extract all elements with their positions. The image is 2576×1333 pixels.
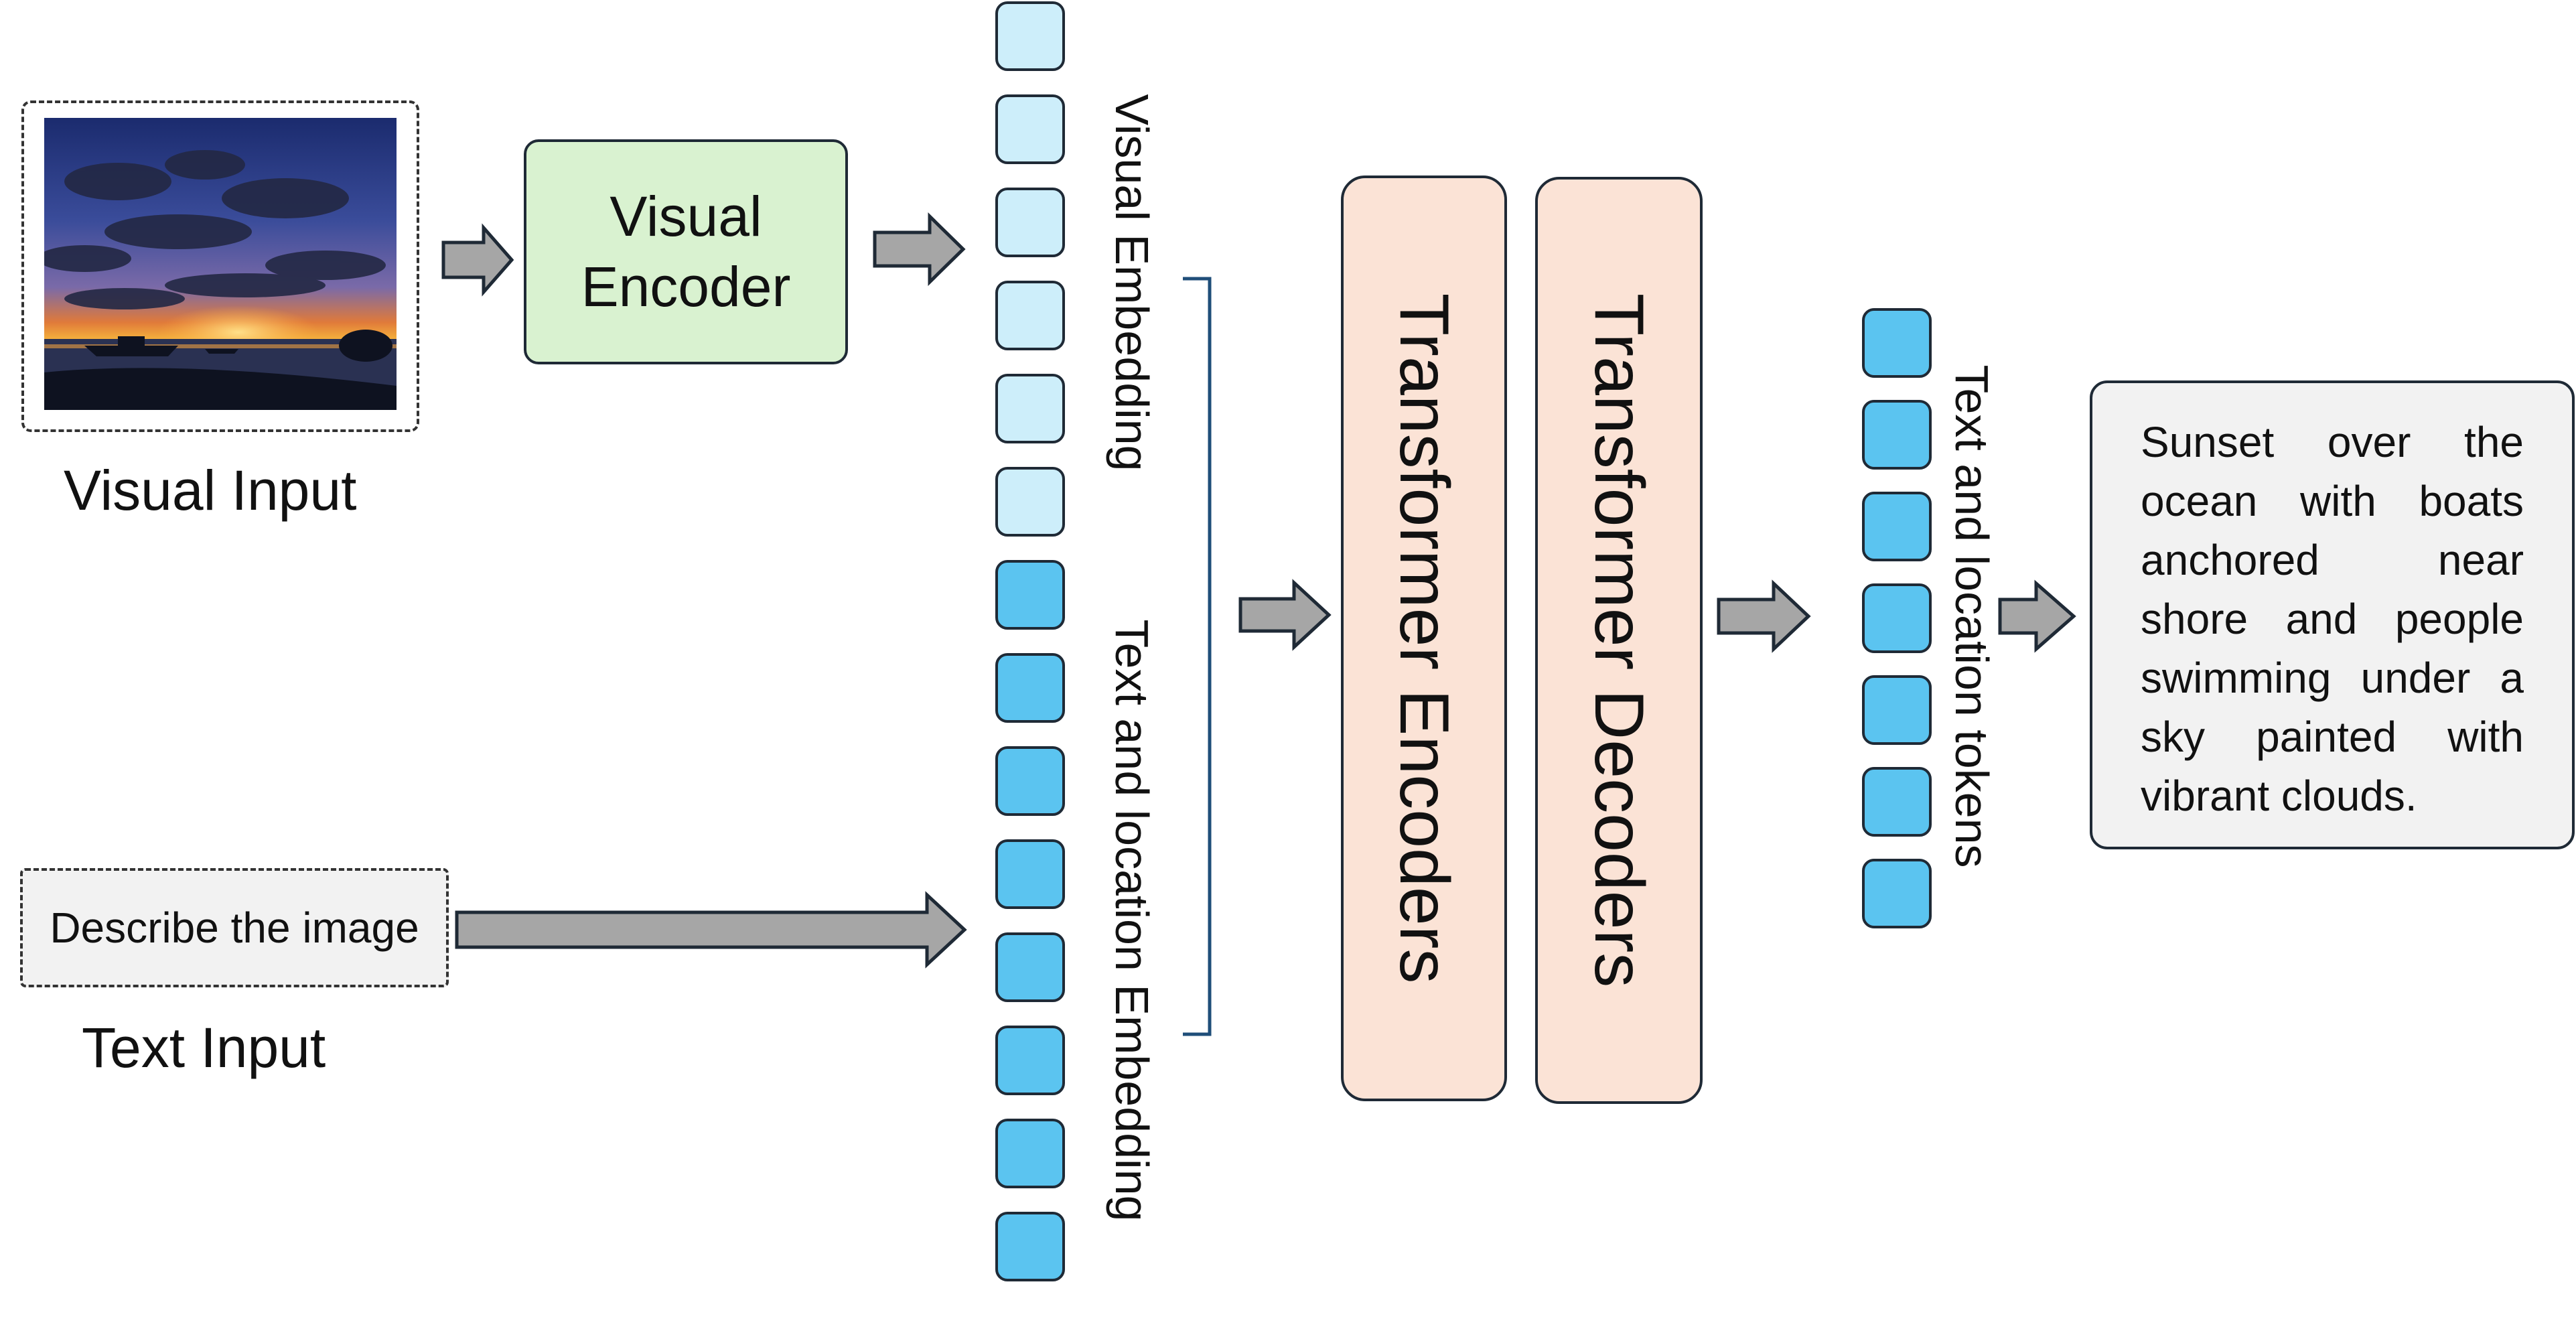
text-embedding-token [995,839,1065,909]
embedding-bracket [1183,277,1212,1036]
visual-encoder-line2: Encoder [581,255,791,318]
transformer-encoders-label: Transformer Encoders [1385,293,1463,984]
text-embedding-token [995,1026,1065,1095]
visual-embedding-token [995,281,1065,350]
output-token [1862,492,1932,561]
sunset-ocean-photo [44,118,397,410]
visual-embedding-token [995,467,1065,537]
right-arrow-icon [1717,579,1811,653]
caption-text: Sunset over the ocean with boats anchore… [2141,418,2524,820]
right-arrow-icon [455,891,967,969]
visual-encoder-box: Visual Encoder [524,139,848,364]
text-embedding-token [995,1119,1065,1188]
text-embedding-token [995,1212,1065,1281]
text-embedding-token [995,653,1065,723]
visual-input-label: Visual Input [64,459,357,522]
output-token [1862,583,1932,653]
transformer-decoders-box [1535,177,1703,1104]
output-token [1862,859,1932,928]
visual-embedding-label: Visual Embedding [1106,94,1158,472]
visual-embedding-token [995,94,1065,164]
output-token [1862,767,1932,837]
text-embedding-token [995,932,1065,1002]
text-input-prompt: Describe the image [50,904,419,952]
right-arrow-icon [1998,579,2076,653]
visual-embedding-token [995,1,1065,71]
text-location-embedding-label: Text and location Embedding [1106,619,1158,1222]
visual-embedding-token [995,188,1065,257]
text-embedding-token [995,560,1065,630]
output-token [1862,308,1932,378]
visual-encoder-line1: Visual [610,185,762,248]
transformer-encoders-box [1341,176,1507,1101]
output-tokens-label: Text and location tokens [1946,364,1998,868]
text-input-box: Describe the image [20,868,449,987]
caption-box: Sunset over the ocean with boats anchore… [2090,380,2575,849]
right-arrow-icon [441,223,514,297]
right-arrow-icon [1238,579,1332,651]
text-embedding-token [995,746,1065,816]
output-token [1862,675,1932,745]
visual-input-frame [21,100,419,432]
visual-embedding-token [995,374,1065,443]
output-token [1862,400,1932,470]
transformer-decoders-label: Transformer Decoders [1580,293,1658,988]
right-arrow-icon [873,212,966,286]
text-input-label: Text Input [82,1016,326,1079]
